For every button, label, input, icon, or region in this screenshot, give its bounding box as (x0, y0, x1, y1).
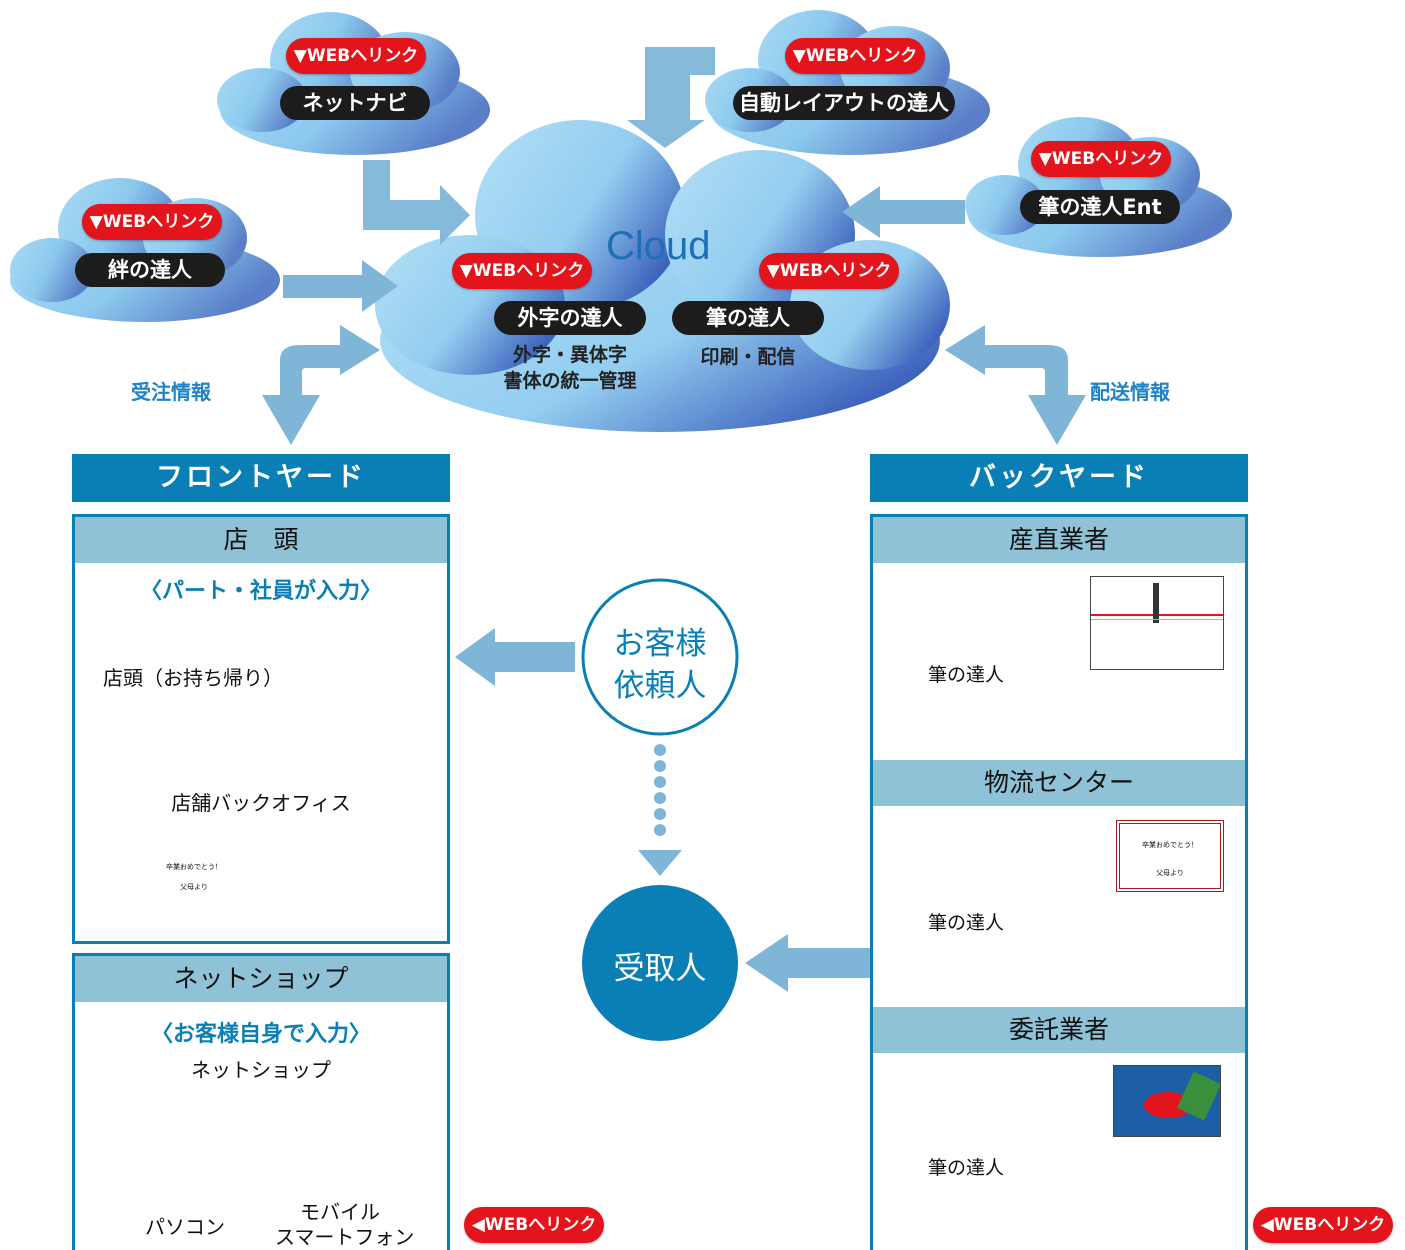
graduation-card-image-1: 卒業おめでとう！ 父母より (1116, 820, 1224, 892)
mobile-label-line2: スマートフォン (275, 1225, 415, 1249)
main-cloud (375, 120, 950, 432)
recipient-circle-bg (582, 885, 738, 1041)
web-link-auto-layout[interactable]: ▼WEBへリンク (785, 38, 925, 74)
store-subtitle: 〈パート・社員が入力〉 (139, 579, 382, 604)
cloud-netnavi (217, 12, 490, 155)
customer-line2: 依頼人 (613, 668, 707, 704)
web-link-fude[interactable]: ▼WEBへリンク (759, 253, 899, 289)
store-takeout-label: 店頭（お持ち帰り） (103, 666, 283, 690)
recipient-circle: 受取人 (582, 885, 738, 1041)
service-auto-layout: 自動レイアウトの達人 (733, 86, 955, 120)
cloud-kizuna (10, 178, 280, 322)
netshop-subtitle: 〈お客様自身で入力〉 (150, 1022, 371, 1047)
store-title: 店 頭 (75, 517, 447, 563)
delivery-info-label: 配送情報 (1090, 380, 1170, 404)
web-link-gaiji[interactable]: ▼WEBへリンク (452, 253, 592, 289)
screen-brand-1: 筆の達人 (928, 664, 1005, 686)
cloud-title: Cloud (606, 224, 711, 268)
customer-line1: お客様 (613, 626, 707, 662)
screen-brand-2: 筆の達人 (928, 912, 1005, 934)
mobile-label-line1: モバイル (300, 1200, 380, 1224)
netshop-label: ネットショップ (191, 1058, 331, 1082)
back-yard-header: バックヤード (870, 454, 1248, 502)
service-fude: 筆の達人 (672, 301, 824, 335)
gaiji-note-line1: 外字・異体字 (512, 344, 627, 366)
recipient-label: 受取人 (613, 951, 707, 987)
front-yard-header: フロントヤード (72, 454, 450, 502)
service-netnavi: ネットナビ (280, 86, 430, 120)
christmas-card-image (1113, 1065, 1221, 1137)
section-title-sanchoku: 産直業者 (873, 517, 1245, 563)
service-kizuna: 絆の達人 (75, 253, 225, 287)
customer-circle-ring (581, 578, 739, 736)
gaiji-note-line2: 書体の統一管理 (503, 370, 637, 392)
web-link-netnavi[interactable]: ▼WEBへリンク (286, 38, 426, 74)
noshi-card-image (1090, 576, 1224, 670)
back-office-label: 店舗バックオフィス (171, 791, 351, 815)
netshop-panel: ネットショップ 〈お客様自身で入力〉 ネットショップ パソコン モバイル スマー… (72, 953, 450, 1250)
service-fude-ent: 筆の達人Ent (1020, 190, 1180, 224)
store-card-text: 卒業おめでとう！ 父母より (166, 863, 222, 891)
cloud-auto-layout (705, 10, 990, 155)
store-panel: 店 頭 〈パート・社員が入力〉 店頭（お持ち帰り） 店舗バックオフィス (72, 514, 450, 944)
web-link-kizuna[interactable]: ▼WEBへリンク (82, 204, 222, 240)
customer-circle: お客様 依頼人 (583, 580, 737, 734)
web-link-back-yard[interactable]: ◀WEBへリンク (1253, 1207, 1393, 1243)
cloud-fude-ent (965, 117, 1232, 257)
section-title-logistics: 物流センター (873, 760, 1245, 806)
order-info-label: 受注情報 (131, 380, 211, 404)
fude-note: 印刷・配信 (700, 346, 796, 368)
pc-label: パソコン (145, 1215, 225, 1239)
web-link-front-yard[interactable]: ◀WEBへリンク (464, 1207, 604, 1243)
cloud-arrows (262, 47, 1086, 992)
screen-brand-3: 筆の達人 (928, 1157, 1005, 1179)
web-link-fude-ent[interactable]: ▼WEBへリンク (1031, 141, 1171, 177)
service-gaiji: 外字の達人 (494, 301, 646, 335)
section-title-outsourcer: 委託業者 (873, 1007, 1245, 1053)
netshop-title: ネットショップ (75, 956, 447, 1002)
